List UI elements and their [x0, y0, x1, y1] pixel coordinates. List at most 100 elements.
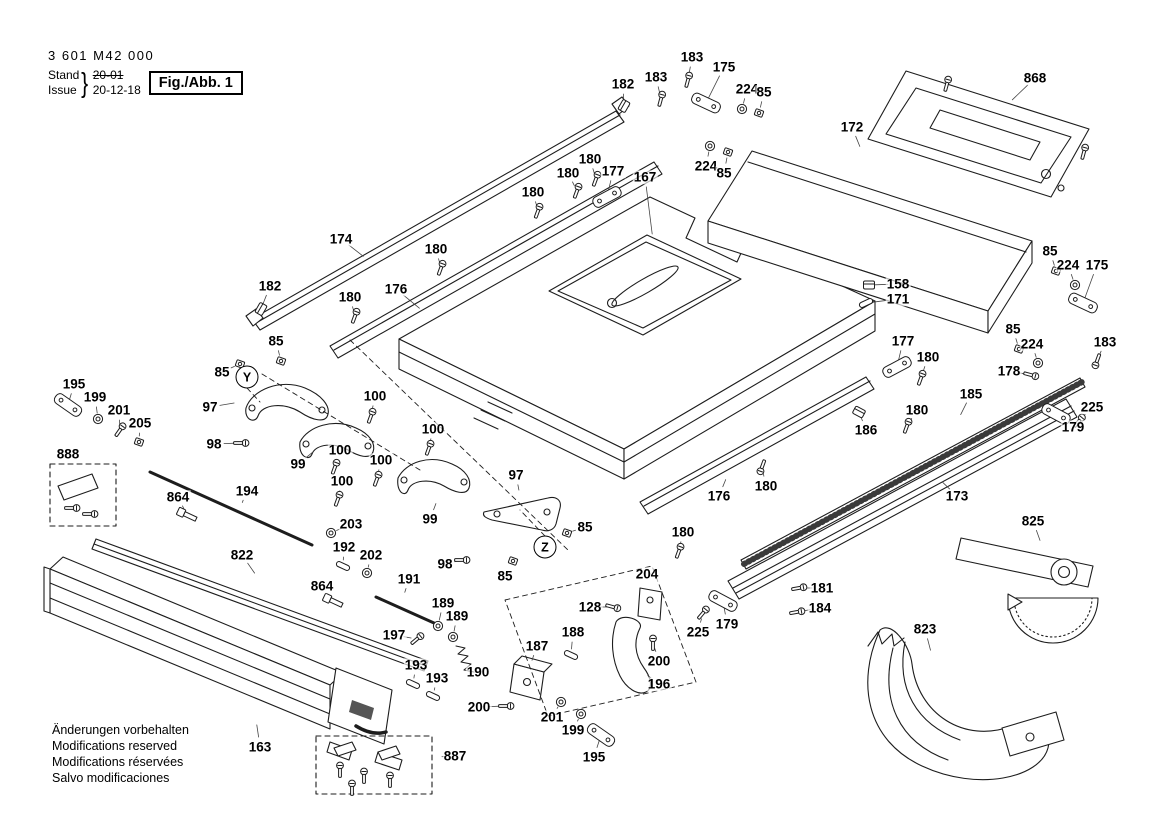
- stand-value: 20-01: [92, 68, 124, 82]
- leader-line: [433, 687, 436, 691]
- leader-line: [1052, 260, 1055, 266]
- washer-glyph: [325, 527, 337, 539]
- issue-values: 20-01 20-12-18: [93, 68, 141, 98]
- leader-line: [596, 740, 600, 748]
- leader-line: [1036, 530, 1041, 541]
- issue-label: Issue: [48, 83, 77, 97]
- leader-line: [645, 186, 653, 235]
- parts-box-888: [49, 463, 117, 527]
- leader-line: [247, 562, 256, 574]
- vent-slots: [473, 401, 513, 430]
- screw-glyph: [328, 457, 342, 476]
- screw-glyph: [755, 458, 769, 477]
- part-number: 3 601 M42 000: [48, 48, 155, 63]
- screw-glyph: [348, 306, 362, 325]
- leader-line: [403, 294, 420, 309]
- washer-glyph: [432, 620, 444, 632]
- bracket-204: [637, 587, 663, 621]
- stand-label: Stand: [48, 68, 80, 82]
- leader-line: [556, 706, 559, 709]
- screw-glyph: [788, 606, 806, 618]
- washer-glyph: [736, 103, 748, 115]
- plate-glyph: [880, 354, 914, 380]
- leader-line: [942, 481, 951, 490]
- washer-glyph: [92, 413, 104, 425]
- nut-glyph: [133, 437, 145, 447]
- issue-labels: Stand Issue: [48, 68, 79, 98]
- leader-line: [1070, 273, 1074, 280]
- leader-line: [572, 181, 575, 187]
- leader-line: [438, 612, 442, 621]
- swing-arm-97-upper: [245, 383, 329, 421]
- leader-line: [700, 618, 702, 623]
- leader-line: [725, 157, 728, 164]
- notice-line-en: Modifications reserved: [52, 739, 178, 753]
- leader-line: [572, 529, 576, 532]
- screw-glyph: [682, 70, 694, 89]
- extension-table-172: [707, 150, 1033, 334]
- washer-glyph: [1032, 357, 1044, 369]
- pin-glyph: [405, 678, 421, 690]
- plate-glyph: [689, 91, 723, 115]
- nut-glyph: [1050, 266, 1062, 276]
- leader-line: [577, 719, 579, 722]
- table-insert-167: [548, 234, 742, 336]
- screw-glyph: [695, 604, 712, 622]
- nut-glyph: [275, 356, 287, 366]
- issue-row: Stand Issue } 20-01 20-12-18 Fig./Abb. 1: [48, 67, 243, 99]
- washer-glyph: [1069, 279, 1081, 291]
- leader-line: [1034, 353, 1037, 358]
- leader-line: [708, 75, 720, 98]
- leader-line: [874, 283, 889, 286]
- washer-glyph: [704, 140, 716, 152]
- screw-glyph: [655, 89, 667, 108]
- screw-glyph: [531, 201, 545, 220]
- screw-glyph: [498, 702, 515, 710]
- screw-glyph: [370, 469, 384, 488]
- notice-line-es: Salvo modificaciones: [52, 771, 170, 785]
- screw-glyph: [589, 169, 603, 188]
- leader-line: [1011, 84, 1029, 101]
- screw-glyph: [649, 634, 657, 651]
- nut-glyph: [234, 359, 246, 369]
- miter-gauge-825: [955, 537, 1099, 644]
- pin-glyph: [563, 649, 579, 661]
- leader-line: [855, 135, 861, 147]
- leader-line: [654, 648, 657, 652]
- leader-line: [262, 294, 267, 304]
- screw-glyph: [422, 438, 436, 457]
- spring-190: [455, 645, 475, 673]
- screw-glyph: [672, 541, 686, 560]
- blade-guard-823: [867, 627, 1065, 781]
- nut-glyph: [561, 528, 573, 538]
- screw-glyph: [233, 439, 250, 447]
- leader-line: [927, 638, 931, 651]
- nut-glyph: [507, 556, 519, 566]
- cap-glyph: [862, 280, 876, 290]
- plate-glyph: [52, 391, 84, 419]
- leader-line: [336, 527, 343, 531]
- bracket-97-lower: [482, 496, 561, 532]
- title-block: 3 601 M42 000 Stand Issue } 20-01 20-12-…: [48, 48, 243, 99]
- cap-glyph: [851, 405, 867, 419]
- leader-line: [531, 655, 535, 661]
- leader-line: [707, 151, 710, 157]
- rod-194: [148, 470, 314, 547]
- screw-glyph: [434, 258, 448, 277]
- screw-glyph: [1022, 369, 1041, 381]
- leader-line: [433, 503, 437, 511]
- screw-glyph: [570, 181, 584, 200]
- leader-line: [305, 451, 314, 459]
- table-top: [398, 196, 876, 480]
- swing-arm-99-upper: [299, 423, 375, 459]
- screw-glyph: [112, 421, 128, 439]
- screw-glyph: [331, 489, 345, 508]
- leader-line: [277, 350, 280, 356]
- notice-line-fr: Modifications réservées: [52, 755, 184, 769]
- leader-line: [1084, 273, 1094, 298]
- leader-line: [871, 299, 889, 303]
- clamp-lever-196: [611, 616, 652, 694]
- leader-line: [1015, 338, 1018, 344]
